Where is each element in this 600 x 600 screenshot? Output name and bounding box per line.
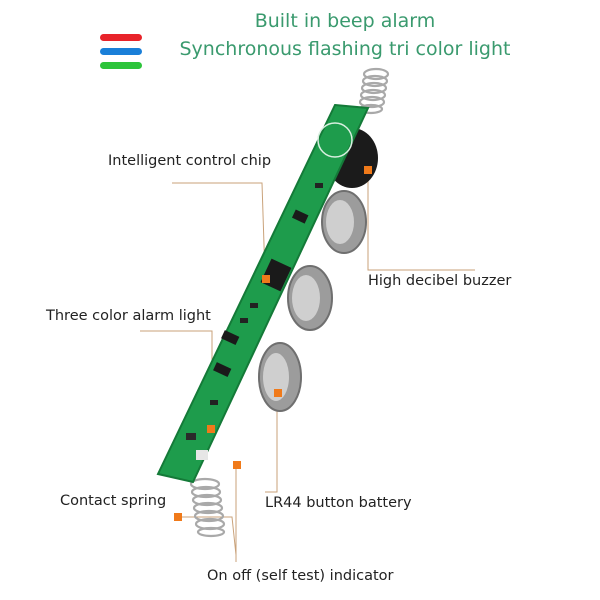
battery-stack	[258, 128, 378, 412]
marker-battery	[274, 389, 282, 397]
red-light-bar	[100, 34, 142, 41]
blue-light-bar	[100, 48, 142, 55]
label-light: Three color alarm light	[46, 308, 211, 324]
pcb-components	[186, 122, 353, 460]
headline-line-1: Built in beep alarm	[254, 10, 436, 32]
led-2	[213, 362, 232, 378]
headline-line-2: Synchronous flashing tri color light	[179, 38, 511, 60]
top-spring	[358, 67, 390, 115]
marker-indicator	[233, 461, 241, 469]
label-buzzer: High decibel buzzer	[368, 273, 512, 289]
indicator-led	[186, 433, 196, 440]
callout-leaders	[140, 175, 475, 562]
label-spring: Contact spring	[60, 493, 167, 509]
callout-markers	[174, 166, 372, 521]
green-light-bar	[100, 62, 142, 69]
leader-chip	[172, 182, 266, 277]
marker-buzzer	[364, 166, 372, 174]
control-chip	[260, 258, 292, 292]
label-battery: LR44 button battery	[265, 495, 412, 511]
label-indicator: On off (self test) indicator	[207, 568, 394, 584]
marker-light	[207, 425, 215, 433]
marker-chip	[262, 275, 270, 283]
pcb-board	[156, 103, 370, 484]
leader-battery	[265, 394, 278, 493]
label-chip: Intelligent control chip	[108, 153, 272, 169]
bottom-spring	[189, 477, 226, 538]
marker-spring	[174, 513, 182, 521]
leader-buzzer	[367, 175, 475, 271]
led-1	[221, 330, 240, 346]
